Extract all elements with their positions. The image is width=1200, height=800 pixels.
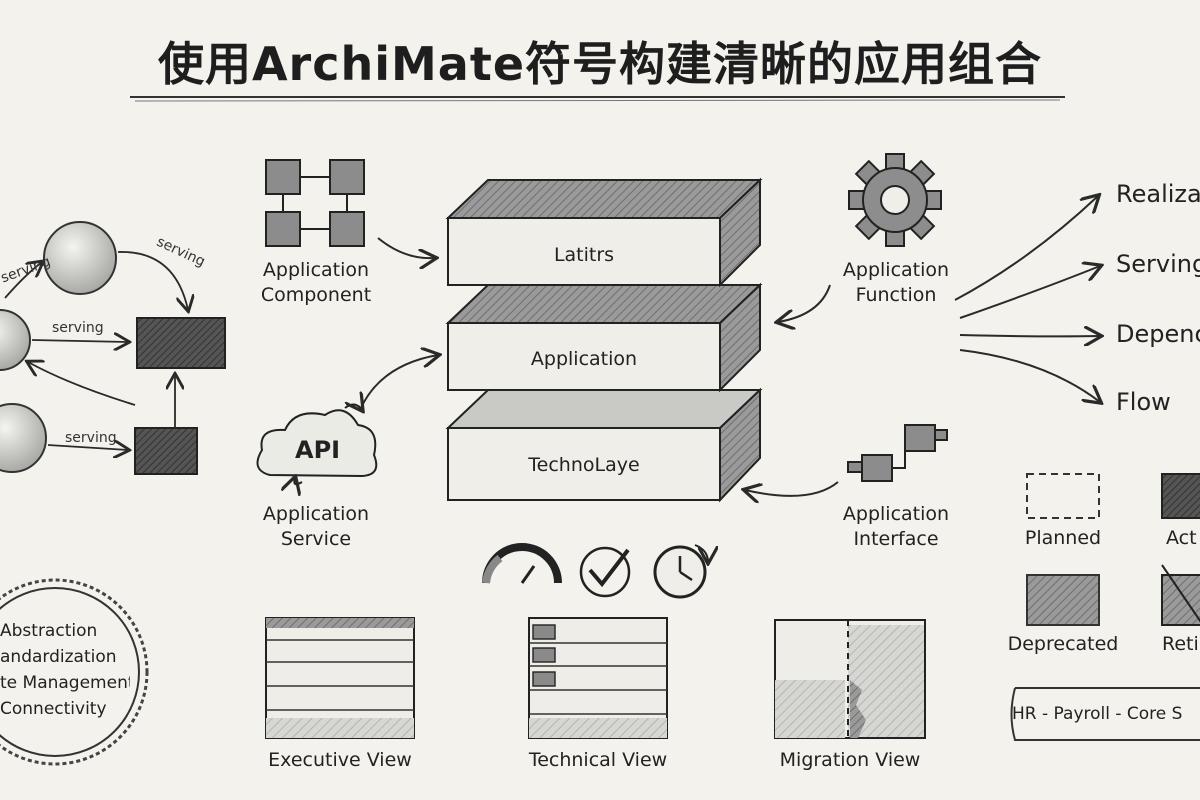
- relation-label-realization: Realizat: [1116, 180, 1200, 208]
- relation-label-dependency: Depenc: [1116, 320, 1200, 348]
- network-node-bottom: [0, 403, 47, 473]
- edge-label-serving-3: serving: [52, 320, 104, 336]
- layer-label-application: Application: [530, 348, 638, 370]
- application-function-label: Application Function: [842, 259, 950, 306]
- active-swatch: [1161, 473, 1200, 519]
- edge-label-serving-4: serving: [65, 430, 117, 446]
- network-box-1: [136, 317, 226, 369]
- value-badge-text: Abstraction andardization te Management …: [0, 621, 130, 719]
- technical-view-panel: [528, 617, 668, 739]
- status-label-active: Act: [1166, 527, 1197, 549]
- layer-stack: [445, 177, 763, 503]
- value-badge: [0, 578, 149, 766]
- executive-view-panel: [265, 617, 415, 739]
- planned-swatch: [1026, 473, 1100, 519]
- migration-view-panel: [774, 619, 926, 739]
- application-component-icon: [265, 159, 365, 247]
- view-label-executive: Executive View: [268, 749, 412, 771]
- relation-arrows: [954, 196, 1100, 402]
- gauge-icon: [482, 543, 562, 584]
- left-network: [0, 221, 226, 475]
- network-node-mid: [0, 309, 31, 371]
- api-cloud-text: API: [295, 436, 341, 464]
- application-component-label: Application Component: [260, 259, 372, 306]
- status-label-planned: Planned: [1024, 527, 1102, 549]
- interface-connector-icon: [847, 424, 948, 482]
- layer-label-technology: TechnoLaye: [528, 454, 640, 476]
- footer-chain-text: HR - Payroll - Core S: [1012, 704, 1183, 724]
- layer-label-business: Latitrs: [553, 244, 615, 266]
- relation-label-flow: Flow: [1116, 388, 1171, 416]
- retired-swatch: [1161, 574, 1200, 626]
- relation-label-serving: Serving: [1116, 250, 1200, 278]
- status-legend: [1026, 473, 1200, 626]
- view-label-technical: Technical View: [528, 749, 668, 771]
- status-label-deprecated: Deprecated: [1007, 633, 1119, 655]
- application-service-label: Application Service: [262, 503, 370, 550]
- gear-icon: [848, 153, 942, 247]
- clock-icon: [653, 544, 708, 599]
- status-label-retired: Reti: [1162, 633, 1199, 655]
- network-box-2: [134, 427, 198, 475]
- deprecated-swatch: [1026, 574, 1100, 626]
- checkmark-icon: [579, 546, 631, 598]
- network-node-top: [43, 221, 117, 295]
- page-title: 使用ArchiMate符号构建清晰的应用组合: [157, 37, 1043, 91]
- api-cloud-icon: [256, 404, 378, 484]
- application-interface-label: Application Interface: [842, 503, 950, 550]
- view-label-migration: Migration View: [779, 749, 921, 771]
- footer-chain-frame: [1010, 687, 1200, 741]
